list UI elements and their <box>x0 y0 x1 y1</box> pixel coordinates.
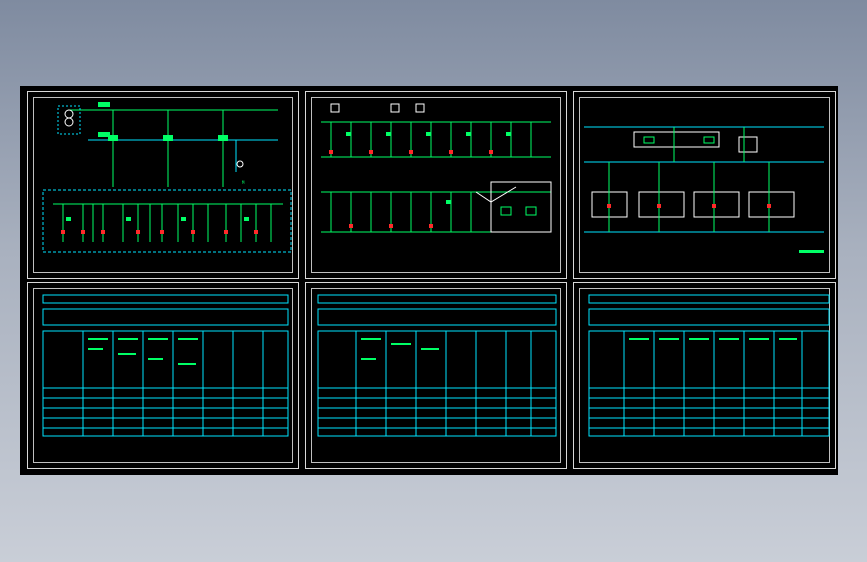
sheet-3[interactable] <box>573 91 836 279</box>
sheet-6-table <box>588 294 830 437</box>
svg-text:M: M <box>242 180 245 185</box>
sheet-3-frame <box>579 97 830 273</box>
sheet-4[interactable] <box>27 282 299 469</box>
sheet-1-feeders <box>62 204 272 242</box>
drawing-canvas[interactable]: M <box>20 86 838 475</box>
sheet-2-frame <box>311 97 561 273</box>
sheet-5-frame <box>311 288 561 463</box>
sheet-1-diagram: M <box>42 102 292 253</box>
sheet-5[interactable] <box>305 282 567 469</box>
sheet-2[interactable] <box>305 91 567 279</box>
sheet-1[interactable]: M <box>27 91 299 279</box>
sheet-2-diagram <box>321 103 552 233</box>
sheet-3-diagram <box>584 126 824 253</box>
sheet-6[interactable] <box>573 282 836 469</box>
sheet-4-table <box>42 294 289 437</box>
sheet-5-table <box>317 294 557 437</box>
sheet-1-frame <box>33 97 293 273</box>
sheet-4-frame <box>33 288 293 463</box>
